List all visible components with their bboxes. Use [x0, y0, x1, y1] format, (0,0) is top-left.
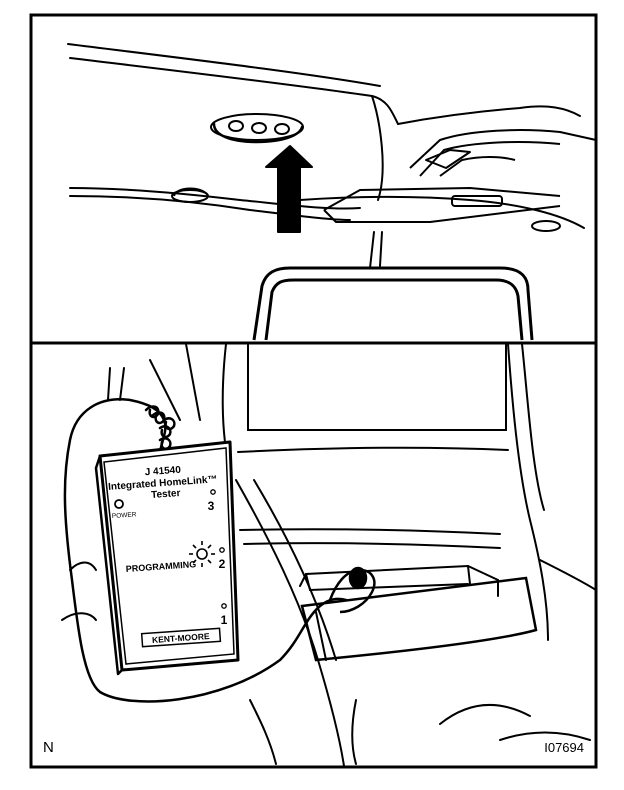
- tester-model-number: J 41540: [144, 465, 181, 479]
- power-indicator-icon: [114, 499, 124, 509]
- tester-program-label: PROGRAMMING: [125, 559, 196, 574]
- programming-lit-indicator-icon: [189, 541, 215, 567]
- figure-border: [29, 13, 598, 769]
- pointer-arrow: [265, 145, 313, 233]
- map-lamp-console: [323, 129, 597, 232]
- tester-product-type: Tester: [151, 488, 181, 501]
- homelink-tester: J 41540 Integrated HomeLink™ Tester POWE…: [94, 440, 240, 676]
- rear-view-mirror: [252, 266, 534, 341]
- channel-2-indicator-icon: [219, 547, 225, 553]
- homelink-button-1: [228, 120, 244, 132]
- dome-light-left: [171, 187, 209, 203]
- tester-brand: KENT-MOORE: [152, 631, 210, 645]
- overhead-console-view: [67, 43, 585, 269]
- figure-id: I07694: [544, 740, 584, 755]
- tester-channel-middle: 2: [219, 557, 226, 571]
- homelink-button-2: [251, 122, 267, 134]
- power-outlet-plug: [328, 566, 376, 614]
- channel-1-indicator-icon: [221, 603, 227, 609]
- corner-code: N: [43, 739, 54, 756]
- tester-cord: [63, 398, 348, 703]
- homelink-button-3: [274, 123, 290, 135]
- homelink-buttons: [228, 120, 290, 135]
- brand-plate: [140, 627, 222, 648]
- tester-power-label: POWER: [112, 511, 137, 520]
- channel-3-indicator-icon: [210, 489, 216, 495]
- tester-channel-bottom: 1: [221, 613, 228, 627]
- tester-channel-top: 3: [208, 499, 215, 513]
